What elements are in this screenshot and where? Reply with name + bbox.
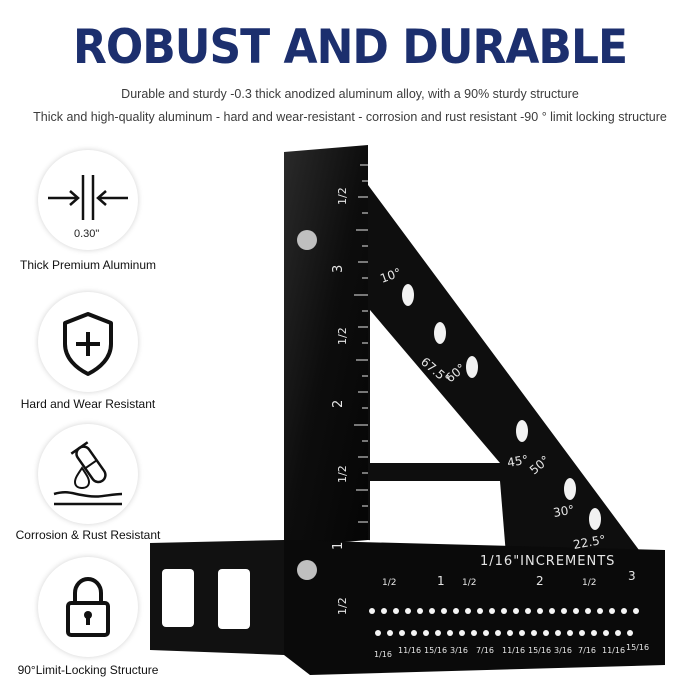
thickness-measure: 0.30" — [74, 228, 100, 240]
test-tube-drop-icon — [53, 441, 123, 506]
frac-label-5: 11/16 — [502, 646, 525, 655]
angle-label-3: 45° — [506, 452, 529, 469]
frac-label-4: 7/16 — [476, 646, 494, 655]
hole-row-bottom — [375, 630, 633, 636]
vertical-ruler-ticks — [354, 164, 368, 523]
screw-top — [297, 230, 317, 250]
horizontal-bar — [284, 540, 665, 675]
v-label-4: 1/2 — [336, 465, 349, 483]
angle-label-5: 30° — [552, 502, 575, 519]
base-slot-1 — [162, 569, 194, 627]
feature-thickness-circle: 0.30" — [38, 150, 138, 250]
h-label-2: 1/2 — [462, 578, 476, 588]
feature-label-thickness: Thick Premium Aluminum — [19, 258, 157, 272]
h-label-1: 1 — [437, 574, 445, 588]
h-label-3: 2 — [536, 574, 544, 588]
h-label-5: 3 — [628, 569, 636, 583]
screw-bottom — [297, 560, 317, 580]
padlock-icon — [66, 576, 110, 637]
h-label-4: 1/2 — [582, 578, 596, 588]
subtitle-line-1: Durable and sturdy -0.3 thick anodized a… — [121, 87, 579, 101]
frac-label-3: 3/16 — [450, 646, 468, 655]
v-label-6: 1/2 — [336, 597, 349, 615]
h-label-0: 1/2 — [382, 578, 396, 588]
feature-corrosion-circle — [38, 424, 138, 524]
v-label-0: 1/2 — [336, 187, 349, 205]
hole-row-top — [369, 608, 639, 614]
feature-label-corrosion: Corrosion & Rust Resistant — [15, 528, 161, 542]
frac-label-7: 3/16 — [554, 646, 572, 655]
feature-shield-circle — [38, 292, 138, 392]
vertical-arm — [284, 145, 368, 547]
frac-label-8: 7/16 — [578, 646, 596, 655]
carpenter-square-image: 1/2 3 1/2 2 1/2 1 1/2 10° 67.5° 60° 45° … — [150, 145, 665, 675]
feature-lock-circle — [38, 557, 138, 657]
feature-label-lock: 90°Limit-Locking Structure — [17, 663, 159, 677]
v-label-5: 1 — [331, 542, 346, 550]
frac-label-10: 15/16 — [626, 643, 649, 652]
page-headline: ROBUST AND DURABLE — [72, 19, 628, 76]
lower-cutout — [370, 481, 506, 555]
feature-label-wear: Hard and Wear Resistant — [20, 397, 156, 411]
increments-label: 1/16"INCREMENTS — [480, 554, 615, 569]
angle-holes — [402, 284, 601, 530]
frac-label-1: 11/16 — [398, 646, 421, 655]
frac-label-0: 1/16 — [374, 650, 392, 659]
v-label-2: 1/2 — [336, 327, 349, 345]
frac-label-6: 15/16 — [528, 646, 551, 655]
frac-label-2: 15/16 — [424, 646, 447, 655]
v-label-1: 3 — [331, 265, 346, 273]
subtitle-line-2: Thick and high-quality aluminum - hard a… — [33, 110, 667, 124]
triangle-cutout — [370, 310, 500, 463]
angle-label-6: 22.5° — [572, 532, 607, 551]
frac-label-9: 11/16 — [602, 646, 625, 655]
shield-plus-icon — [63, 312, 113, 376]
thickness-arrows-icon — [48, 175, 128, 220]
v-label-3: 2 — [331, 400, 346, 408]
angle-label-0: 10° — [378, 265, 403, 285]
base-slot-2 — [218, 569, 250, 629]
